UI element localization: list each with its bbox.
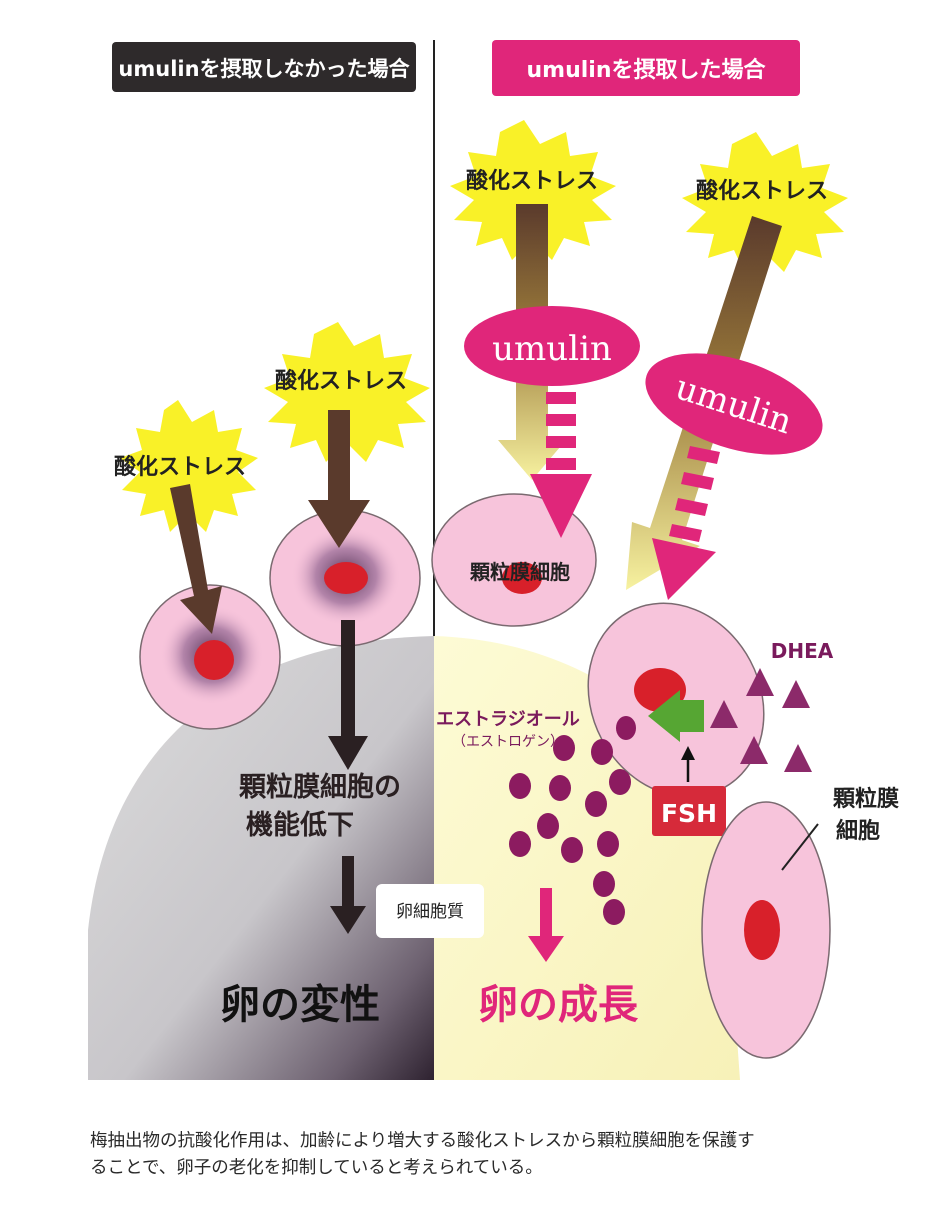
caption-line-2: ることで、卵子の老化を抑制していると考えられている。 [90,1158,543,1178]
decline-arrow [328,620,368,770]
stress-burst-left-2 [264,322,430,462]
estrogen-label: （エストロゲン） [452,734,564,750]
estradiol-molecules [509,716,636,925]
granulosa-label-line-1: 顆粒膜 [833,786,899,812]
estradiol-label: エストラジオール [436,709,580,730]
umulin-shield-2 [645,353,823,455]
caption-line-1: 梅抽出物の抗酸化作用は、加齢により増大する酸化ストレスから顆粒膜細胞を保護す [90,1131,755,1151]
fsh-box [652,786,726,836]
dhea-label: DHEA [771,639,834,663]
stress-label: 酸化ストレス [114,454,246,480]
fsh-pointer-head [681,746,695,760]
stress-label: 酸化ストレス [696,178,828,204]
stress-label: 酸化ストレス [275,368,407,394]
nucleus [324,562,368,594]
left-result: 卵の変性 [220,982,380,1028]
protection-arrow-2 [652,446,720,600]
cytoplasm-label: 卵細胞質 [396,902,464,922]
left-header-box [112,42,416,92]
fsh-label: FSH [661,799,717,828]
stress-label: 酸化ストレス [466,168,598,194]
umulin-shield-1 [464,306,640,386]
right-header-box [492,40,800,96]
cytoplasm-label-box [376,884,484,938]
stress-arrow-left-2 [308,410,370,548]
nucleus [744,900,780,960]
umulin-label: umulin [492,329,612,369]
nucleus [194,640,234,680]
protection-arrow-1 [530,392,592,538]
granulosa-label-line-2: 細胞 [836,818,880,844]
right-header: umulinを摂取した場合 [527,57,767,83]
right-result: 卵の成長 [478,982,639,1028]
dhea-molecules [710,668,812,772]
granulosa-pointer [781,823,819,871]
conversion-arrow [648,690,704,742]
decline-text-line-1: 顆粒膜細胞の [239,772,401,803]
granulosa-small-label: 顆粒膜細胞 [470,560,570,584]
stress-burst-left-1 [120,400,258,532]
decline-text-line-2: 機能低下 [246,809,354,841]
growth-arrow [528,888,564,962]
left-header: umulinを摂取しなかった場合 [118,57,410,81]
stress-arrow-left-1 [170,484,222,634]
degeneration-arrow [330,856,366,934]
stress-burst-right-2 [682,132,848,272]
nucleus [502,562,542,594]
right-granulosa-cell-small [431,493,597,627]
stress-burst-right-1 [450,120,616,260]
caption: 梅抽出物の抗酸化作用は、加齢により増大する酸化ストレスから顆粒膜細胞を保護す る… [90,1128,890,1182]
